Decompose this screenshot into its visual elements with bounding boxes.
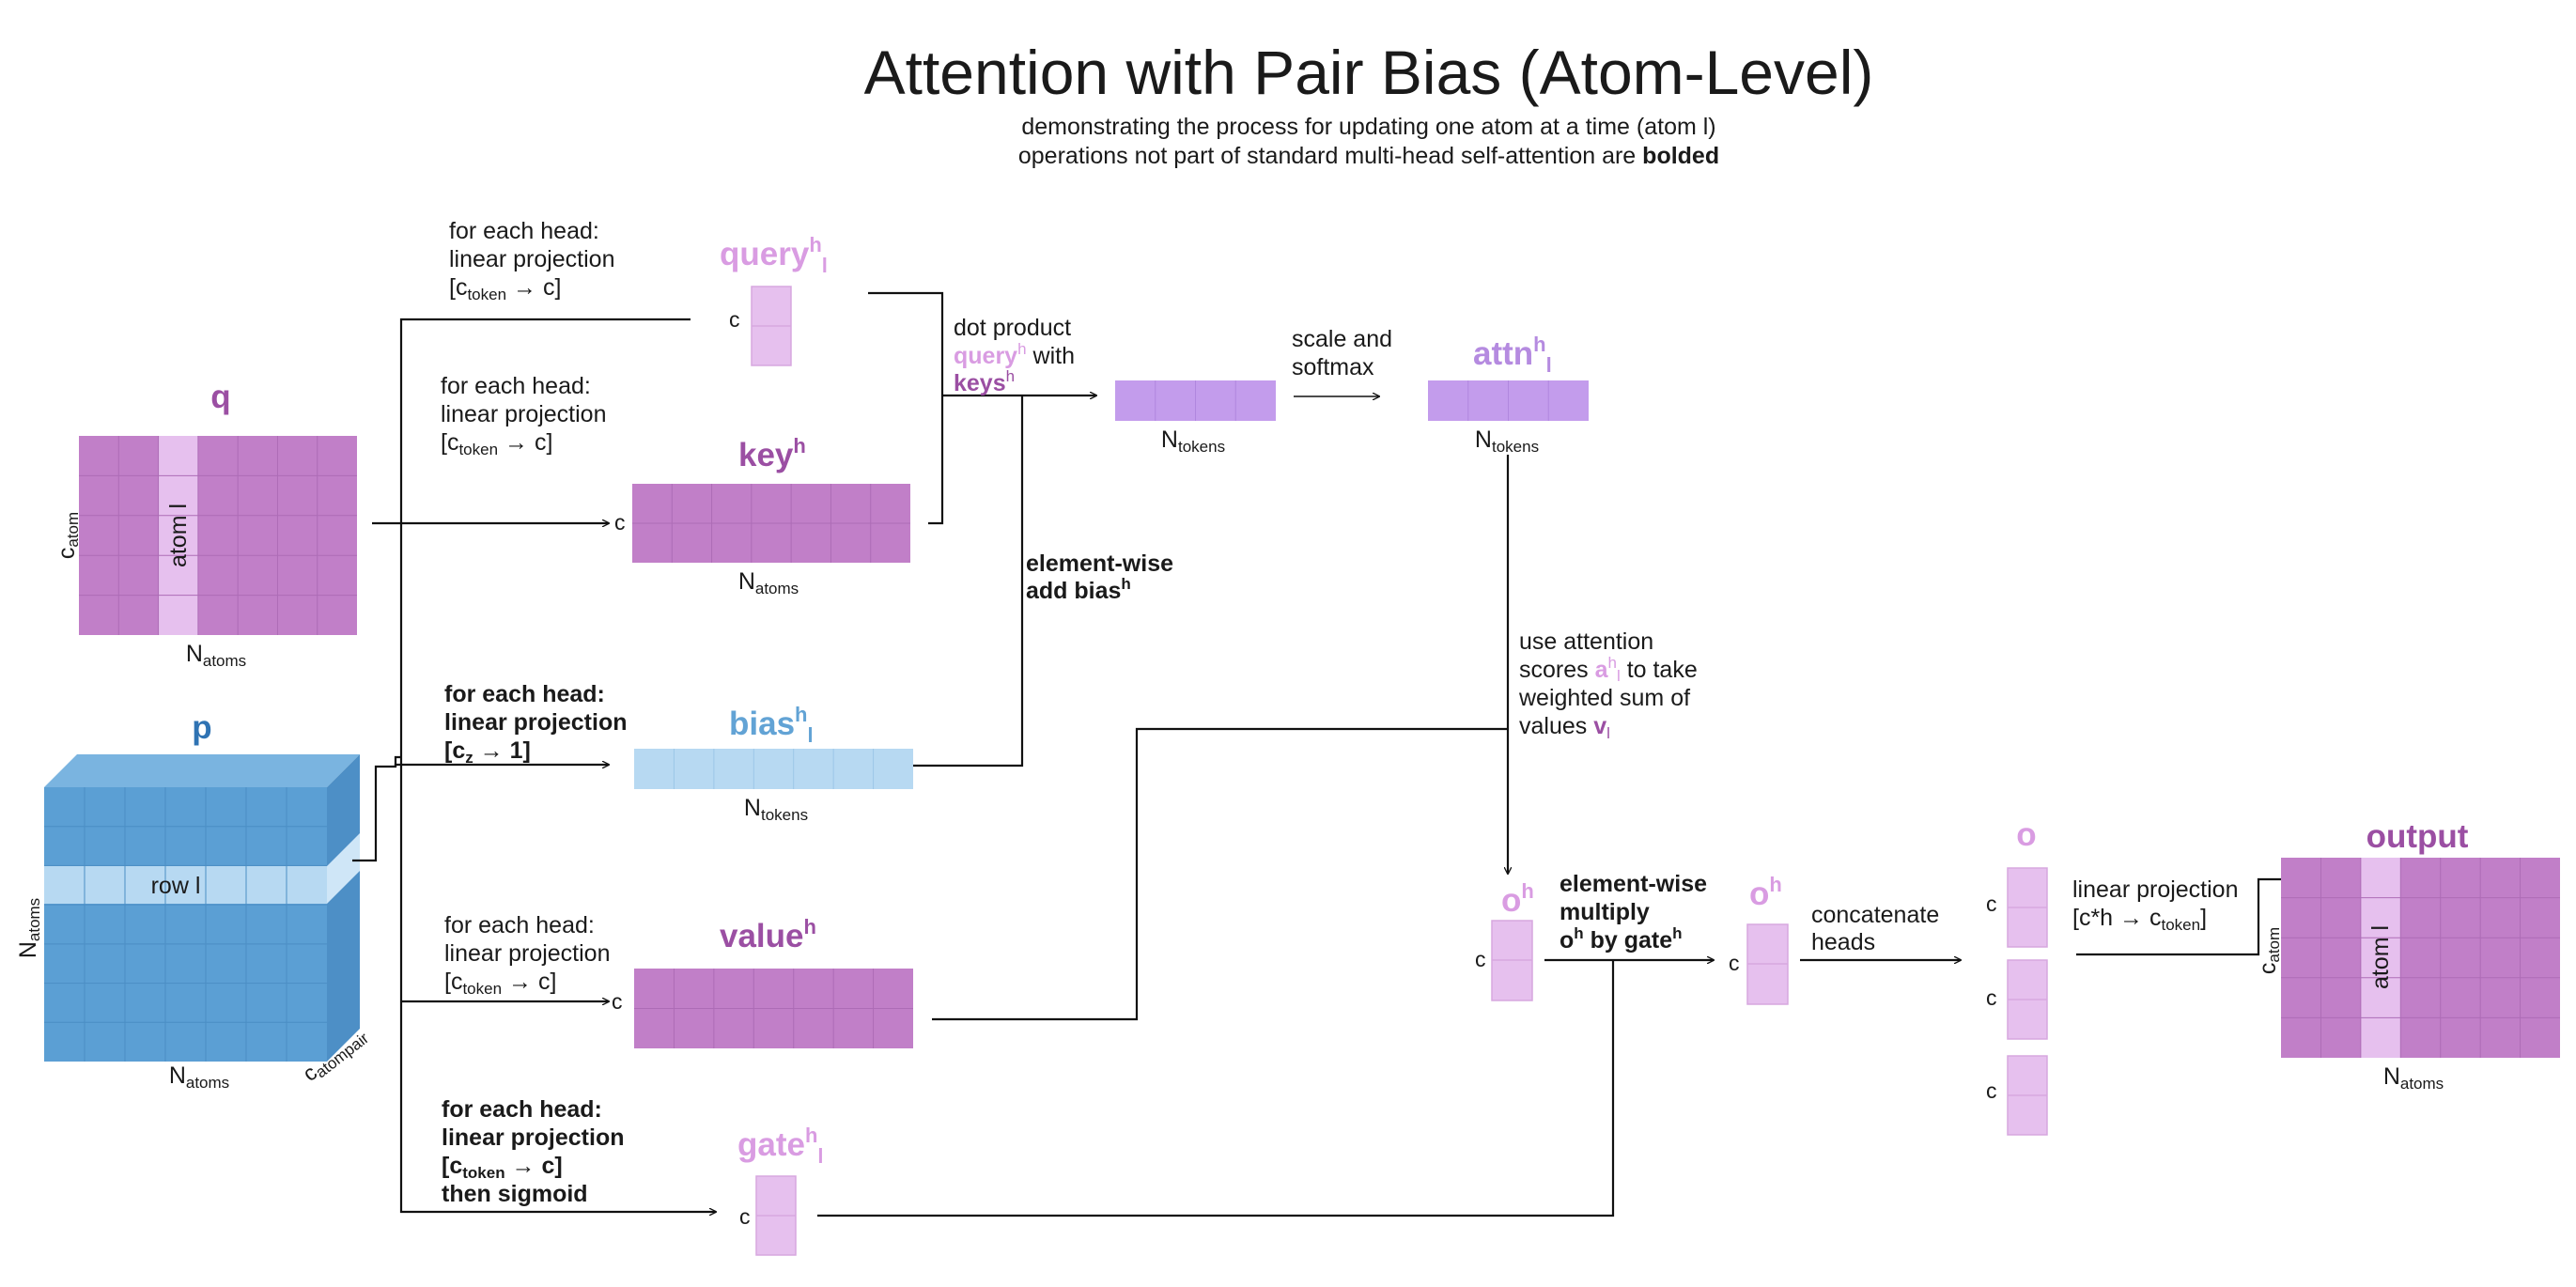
dot-axis-x: Ntokens: [1161, 426, 1225, 456]
value-instruction-1: for each head:: [444, 912, 595, 938]
output-matrix: output atom l catom Natoms: [2255, 818, 2560, 1093]
query-block: for each head: linear projection [ctoken…: [449, 218, 828, 366]
key-title: keyh: [738, 434, 806, 473]
svg-text:c: c: [1475, 947, 1486, 971]
p-grid: [44, 787, 327, 1062]
query-instruction-3: [ctoken → c]: [449, 274, 561, 303]
svg-text:multiply: multiply: [1560, 899, 1650, 925]
attn-block: attnhl Ntokens: [1428, 333, 1589, 456]
svg-text:use attention: use attention: [1519, 628, 1653, 655]
q-axis-y: catom: [54, 512, 82, 559]
svg-text:element-wise: element-wise: [1026, 550, 1173, 577]
svg-text:oh by gateh: oh by gateh: [1560, 924, 1683, 954]
add-bias-label: element-wise add biash: [1026, 550, 1173, 604]
output-axis-x: Natoms: [2383, 1063, 2444, 1093]
key-instruction-2: linear projection: [441, 401, 607, 427]
o-title: o: [2016, 816, 2036, 853]
svg-text:linear projection: linear projection: [2072, 876, 2239, 903]
query-dim-label: c: [729, 307, 740, 332]
svg-text:scores ahl to take: scores ahl to take: [1519, 654, 1698, 685]
q-atom-label: atom l: [165, 504, 192, 567]
svg-text:c: c: [1986, 985, 1997, 1010]
attn-axis-x: Ntokens: [1475, 426, 1539, 456]
svg-text:element-wise: element-wise: [1560, 871, 1707, 897]
use-attention-label: use attention scores ahl to take weighte…: [1518, 628, 1698, 742]
svg-text:c: c: [1986, 1078, 1997, 1103]
q-branch-lines: [352, 318, 716, 1212]
subtitle-line-1: demonstrating the process for updating o…: [1021, 114, 1715, 140]
value-dim-label: c: [612, 989, 623, 1014]
q-axis-x: Natoms: [186, 641, 246, 670]
svg-text:values vl: values vl: [1519, 713, 1610, 742]
final-projection-block: linear projection [c*h → ctoken]: [2072, 876, 2373, 956]
value-instruction-3: [ctoken → c]: [444, 969, 556, 998]
query-instruction-1: for each head:: [449, 218, 599, 244]
q-matrix: q atom l catom Natoms: [54, 379, 357, 670]
svg-text:add biash: add biash: [1026, 575, 1131, 604]
query-instruction-2: linear projection: [449, 246, 615, 272]
p-highlight-row: [44, 866, 327, 904]
output-axis-y: catom: [2255, 927, 2283, 974]
output-title: output: [2367, 818, 2469, 855]
svg-text:c: c: [1729, 951, 1740, 975]
dot-line-2: queryh with: [954, 340, 1075, 369]
svg-text:scale and: scale and: [1292, 326, 1392, 352]
svg-text:[c*h → ctoken]: [c*h → ctoken]: [2072, 905, 2207, 934]
subtitle-line-2: operations not part of standard multi-he…: [1018, 143, 1719, 169]
bias-instruction-1: for each head:: [444, 681, 605, 707]
query-title: queryhl: [720, 233, 828, 277]
gate-instruction-2: linear projection: [442, 1124, 624, 1151]
dot-line-3: keysh: [954, 367, 1015, 396]
key-instruction-3: [ctoken → c]: [441, 429, 552, 458]
multiply-block: element-wise multiply oh by gateh: [817, 871, 1714, 1217]
svg-text:softmax: softmax: [1292, 354, 1374, 380]
gate-dim-label: c: [739, 1204, 751, 1229]
bias-instruction-3: [cz → 1]: [444, 737, 531, 767]
value-instruction-2: linear projection: [444, 940, 611, 967]
svg-text:c: c: [1986, 892, 1997, 916]
p-cube: p row l Natoms Natoms catompair: [15, 709, 372, 1092]
gate-instruction-3: [ctoken → c]: [442, 1153, 563, 1182]
dot-line-1: dot product: [954, 315, 1071, 341]
key-instruction-1: for each head:: [441, 373, 591, 399]
attn-value-lines: [932, 455, 1508, 1021]
p-title: p: [192, 709, 211, 746]
p-row-label: row l: [151, 873, 201, 899]
svg-text:heads: heads: [1811, 929, 1875, 955]
svg-text:concatenate: concatenate: [1811, 902, 1939, 928]
gate-title: gatehl: [737, 1124, 824, 1168]
svg-text:weighted sum of: weighted sum of: [1518, 685, 1690, 711]
attn-title: attnhl: [1473, 333, 1552, 377]
gate-instruction-1: for each head:: [442, 1096, 602, 1123]
o-block: o c c c: [1986, 816, 2048, 1136]
key-dim-label: c: [614, 510, 626, 535]
softmax-block: scale and softmax: [1292, 326, 1392, 396]
output-atom-label: atom l: [2367, 925, 2394, 989]
oh-first-title: oh: [1501, 879, 1534, 919]
value-title: valueh: [720, 915, 816, 954]
merge-lines: [868, 291, 1096, 768]
gate-block: for each head: linear projection [ctoken…: [442, 1096, 824, 1256]
key-block: for each head: linear projection [ctoken…: [441, 373, 910, 597]
p-axis-x: Natoms: [169, 1062, 229, 1092]
value-block: for each head: linear projection [ctoken…: [444, 912, 913, 1048]
dot-product-block: dot product queryh with keysh Ntokens: [954, 315, 1276, 456]
q-title: q: [210, 379, 230, 415]
page-title: Attention with Pair Bias (Atom-Level): [864, 38, 1874, 107]
gate-instruction-4: then sigmoid: [442, 1181, 588, 1207]
oh-first-block: oh c: [1475, 879, 1534, 1001]
bias-title: biashl: [729, 703, 814, 747]
p-axis-y: Natoms: [15, 898, 43, 958]
oh-second-title: oh: [1749, 873, 1782, 912]
q-highlight-column: [159, 436, 198, 635]
q-grid: [79, 436, 357, 635]
concat-block: concatenate heads: [1800, 902, 1961, 960]
key-axis-x: Natoms: [738, 568, 799, 597]
bias-axis-x: Ntokens: [744, 795, 808, 824]
bias-block: for each head: linear projection [cz → 1…: [444, 681, 913, 824]
bias-instruction-2: linear projection: [444, 709, 627, 736]
oh-second-block: oh c: [1729, 873, 1789, 1005]
